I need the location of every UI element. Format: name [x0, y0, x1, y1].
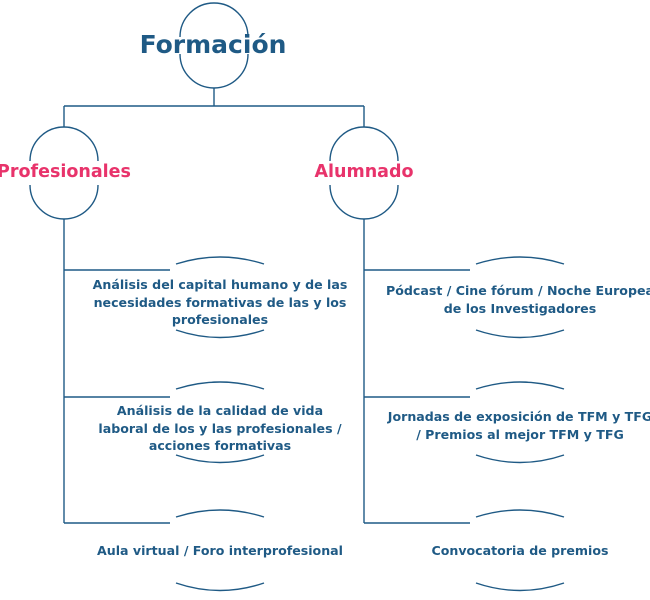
leaf-profesionales-2: Análisis de la calidad de vida laboral d…	[98, 403, 342, 453]
leaf-alumnado-3: Convocatoria de premios	[431, 543, 609, 558]
left-leaf-1-arc-bottom	[175, 329, 265, 339]
leaf-profesionales-1: Análisis del capital humano y de las nec…	[92, 277, 348, 327]
left-leaf-3-arc-top	[175, 509, 265, 518]
left-branch-arc-top	[29, 126, 99, 162]
leaf-profesionales-3: Aula virtual / Foro interprofesional	[96, 543, 343, 558]
root-node-label: Formación	[139, 30, 287, 59]
right-branch-arc-top	[329, 126, 399, 162]
branch-label-alumnado: Alumnado	[314, 162, 414, 182]
right-leaf-1-arc-bottom	[475, 329, 565, 339]
right-branch-arc-bottom	[329, 184, 399, 220]
right-leaf-3-arc-bottom	[475, 582, 565, 592]
left-leaf-3-arc-bottom	[175, 582, 265, 592]
left-leaf-2-arc-top	[175, 381, 265, 390]
right-leaf-2-arc-top	[475, 381, 565, 390]
right-leaf-2-arc-bottom	[475, 454, 565, 464]
left-branch-arc-bottom	[29, 184, 99, 220]
branch-label-profesionales: Profesionales	[0, 162, 131, 182]
leaf-alumnado-2: Jornadas de exposición de TFM y TFG / Pr…	[387, 409, 650, 442]
right-leaf-1-arc-top	[475, 256, 565, 265]
root-arc-top	[179, 2, 249, 38]
right-leaf-3-arc-top	[475, 509, 565, 518]
left-leaf-1-arc-top	[175, 256, 265, 265]
left-leaf-2-arc-bottom	[175, 454, 265, 464]
leaf-alumnado-1: Pódcast / Cine fórum / Noche Europea de …	[385, 283, 650, 316]
